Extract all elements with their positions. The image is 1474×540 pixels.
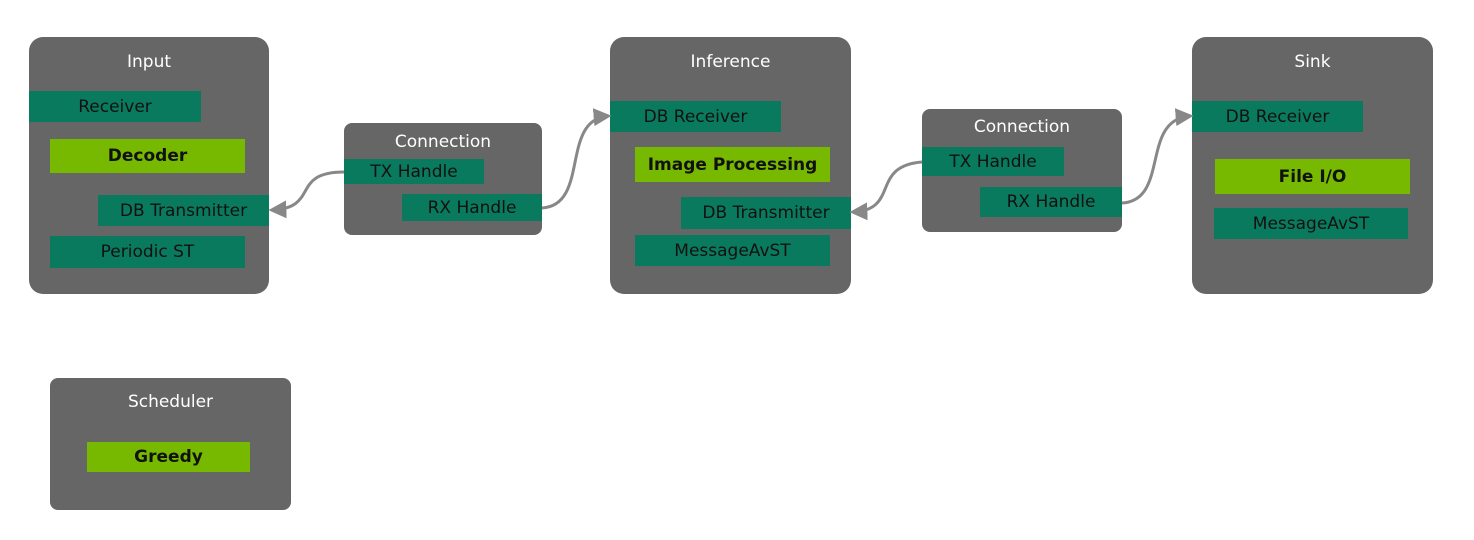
connection-title-2: Connection (973, 117, 1071, 137)
decoder-block: Decoder (50, 139, 245, 173)
tx-handle-block-2: TX Handle (922, 147, 1064, 176)
message-avst-block-sink: MessageAvST (1214, 208, 1408, 239)
scheduler-panel: Scheduler Greedy (50, 378, 291, 510)
db-transmitter-block: DB Transmitter (98, 195, 269, 226)
file-io-block: File I/O (1215, 159, 1410, 194)
inference-title: Inference (690, 52, 771, 72)
greedy-block: Greedy (87, 442, 250, 472)
connection-panel-1: Connection TX Handle RX Handle (344, 123, 542, 235)
tx-handle-block-1: TX Handle (344, 159, 484, 184)
db-transmitter-block-inference: DB Transmitter (681, 197, 851, 229)
sink-panel: Sink DB Receiver File I/O MessageAvST (1192, 37, 1433, 294)
message-avst-block-inference: MessageAvST (635, 235, 830, 266)
sink-title: Sink (1294, 52, 1331, 72)
rx-handle-block-2: RX Handle (980, 187, 1122, 217)
arrow-conn2-tx-to-inference (849, 160, 923, 221)
receiver-block: Receiver (29, 91, 201, 122)
periodic-st-block: Periodic ST (50, 236, 245, 268)
scheduler-title: Scheduler (127, 392, 214, 412)
input-title: Input (126, 52, 172, 72)
inference-panel: Inference DB Receiver Image Processing D… (610, 37, 851, 294)
connection-panel-2: Connection TX Handle RX Handle (922, 109, 1122, 232)
arrow-conn1-tx-to-input (268, 170, 345, 219)
arrow-conn2-rx-to-sink (1121, 108, 1194, 205)
input-panel: Input Receiver Decoder DB Transmitter Pe… (29, 37, 269, 294)
image-processing-block: Image Processing (635, 147, 830, 182)
connection-title-1: Connection (394, 132, 492, 152)
rx-handle-block-1: RX Handle (402, 194, 542, 221)
arrow-conn1-rx-to-inference (541, 108, 612, 210)
db-receiver-block-inference: DB Receiver (610, 101, 781, 132)
db-receiver-block-sink: DB Receiver (1192, 101, 1363, 132)
